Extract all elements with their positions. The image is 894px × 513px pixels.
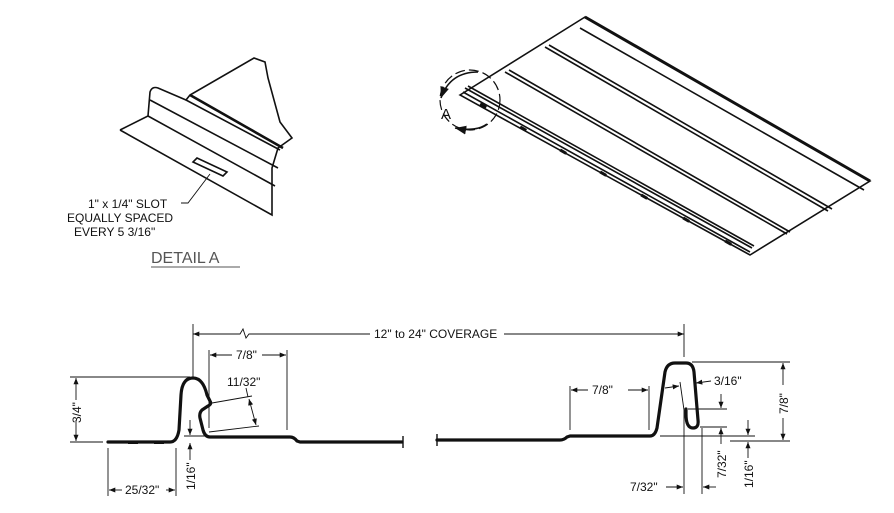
- profile-view: 12" to 24" COVERAGE 3/4" 7/8" 11/32" 1/1…: [70, 324, 791, 497]
- detail-a-title: DETAIL A: [151, 250, 220, 267]
- callout-arrow-top: [440, 71, 479, 99]
- left-flange-slot: [128, 441, 138, 444]
- slot-leader-line: [181, 173, 211, 204]
- panel-front-seam: [462, 85, 755, 253]
- slot-note-line-2: EQUALLY SPACED: [67, 211, 173, 225]
- slot-note-line-1: 1" x 1/4" SLOT: [88, 197, 168, 211]
- hook-dim-left: [664, 384, 680, 390]
- slot-note-line-3: EVERY 5 3/16": [74, 225, 155, 239]
- panel-slots: [479, 102, 732, 246]
- hook-ref-line: [679, 381, 685, 411]
- left-height-label: 3/4": [70, 402, 84, 423]
- detail-a-rib-lines: [147, 99, 281, 187]
- right-step-label: 1/16": [742, 460, 756, 488]
- offset-ext-top: [211, 395, 253, 404]
- coverage-label: 12" to 24" COVERAGE: [374, 327, 497, 341]
- panel-rib-lines: [504, 27, 865, 235]
- left-step-label: 1/16": [184, 462, 198, 490]
- offset-dim-line: [248, 398, 257, 426]
- offset-leader: [245, 387, 249, 398]
- right-hook-width-label: 7/32": [630, 480, 658, 494]
- right-flat-width-label: 7/8": [592, 383, 613, 397]
- left-offset-label: 11/32": [227, 375, 260, 389]
- detail-a-view: 1" x 1/4" SLOT EQUALLY SPACED EVERY 5 3/…: [67, 57, 294, 268]
- coverage-dim-line-left: [193, 327, 370, 339]
- detail-a-seam-line: [189, 93, 284, 150]
- callout-arrow-bottom: [454, 123, 488, 135]
- slot-icon: [191, 157, 229, 177]
- isometric-panel-view: A: [439, 15, 872, 256]
- offset-ext-bottom: [208, 425, 260, 433]
- left-flange-slot: [154, 441, 164, 444]
- right-panel-profile: [435, 361, 700, 442]
- right-hook-depth-label: 7/32": [715, 450, 729, 478]
- hook-dim-right: [695, 379, 712, 385]
- left-panel-profile: [106, 376, 404, 444]
- right-hook-label: 3/16": [714, 374, 742, 388]
- callout-label: A: [441, 106, 451, 123]
- right-height-label: 7/8": [777, 393, 791, 414]
- left-flange-label: 25/32": [125, 483, 159, 497]
- panel-outline: [458, 16, 872, 256]
- panel-back-seam: [584, 15, 871, 183]
- left-flat-width-label: 7/8": [236, 348, 257, 362]
- detail-a-outline: [119, 57, 294, 217]
